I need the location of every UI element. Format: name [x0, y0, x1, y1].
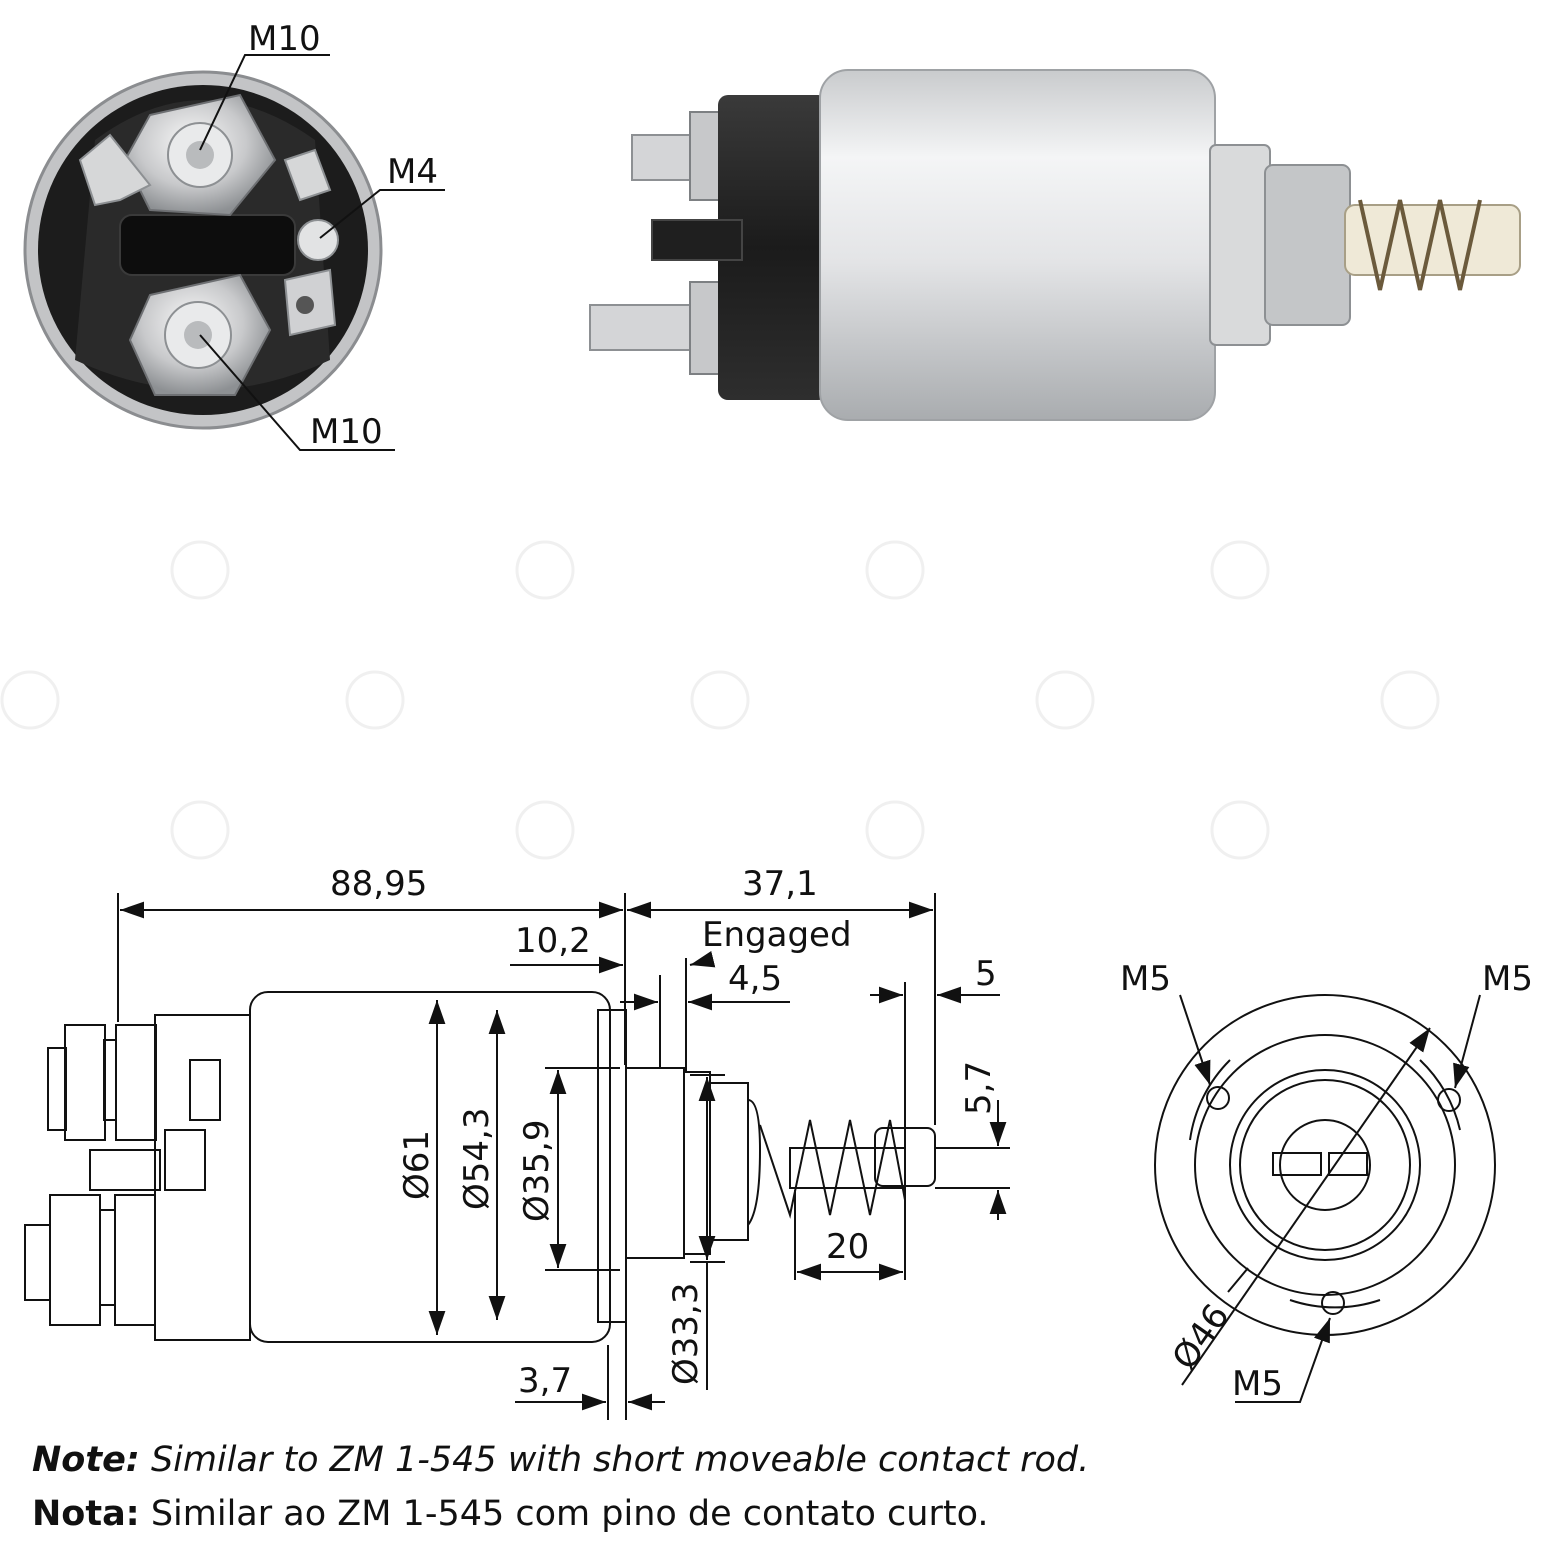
note-portuguese-text: Similar ao ZM 1-545 com pino de contato …	[139, 1494, 989, 1534]
photo-leaders	[199, 54, 445, 451]
solenoid-side-photo	[589, 69, 1521, 421]
dim-stroke: 37,1	[742, 864, 818, 904]
note-english-text: Similar to ZM 1-545 with short moveable …	[139, 1440, 1090, 1480]
dim-engaged: Engaged	[702, 915, 852, 955]
note-english: Note: Similar to ZM 1-545 with short mov…	[32, 1440, 1089, 1480]
dim-rod-height: 5,7	[959, 1061, 999, 1115]
label-m5-bottom: M5	[1232, 1364, 1283, 1404]
note-portuguese: Nota: Similar ao ZM 1-545 com pino de co…	[32, 1494, 989, 1534]
end-view-drawing	[1154, 994, 1496, 1403]
label-m10-bottom: M10	[310, 412, 383, 452]
dim-inner-diameter: Ø54,3	[457, 1108, 497, 1210]
dim-rod-tip: 5	[975, 954, 997, 994]
label-m5-top-left: M5	[1120, 959, 1171, 999]
side-view-drawing	[24, 991, 1010, 1343]
label-m10-top: M10	[248, 19, 321, 59]
label-m5-top-right: M5	[1482, 959, 1533, 999]
dim-flange-thickness: 4,5	[728, 959, 782, 999]
dim-flange-offset: 10,2	[515, 921, 591, 961]
note-portuguese-label: Nota:	[32, 1494, 140, 1534]
label-m4: M4	[387, 152, 438, 192]
solenoid-end-photo	[23, 70, 383, 430]
dim-shoulder: 3,7	[518, 1361, 572, 1401]
zm-watermark-icon	[0, 540, 1440, 860]
label-bolt-circle: Ø46	[1165, 1297, 1238, 1377]
dim-spring-length: 20	[826, 1227, 869, 1267]
dimension-lines	[117, 893, 1007, 1420]
note-english-label: Note:	[32, 1440, 140, 1480]
dim-overall-length: 88,95	[330, 864, 427, 904]
dim-nose-diameter: Ø33,3	[666, 1283, 706, 1385]
dim-body-diameter: Ø61	[397, 1130, 437, 1200]
dim-flange-diameter: Ø35,9	[517, 1120, 557, 1222]
